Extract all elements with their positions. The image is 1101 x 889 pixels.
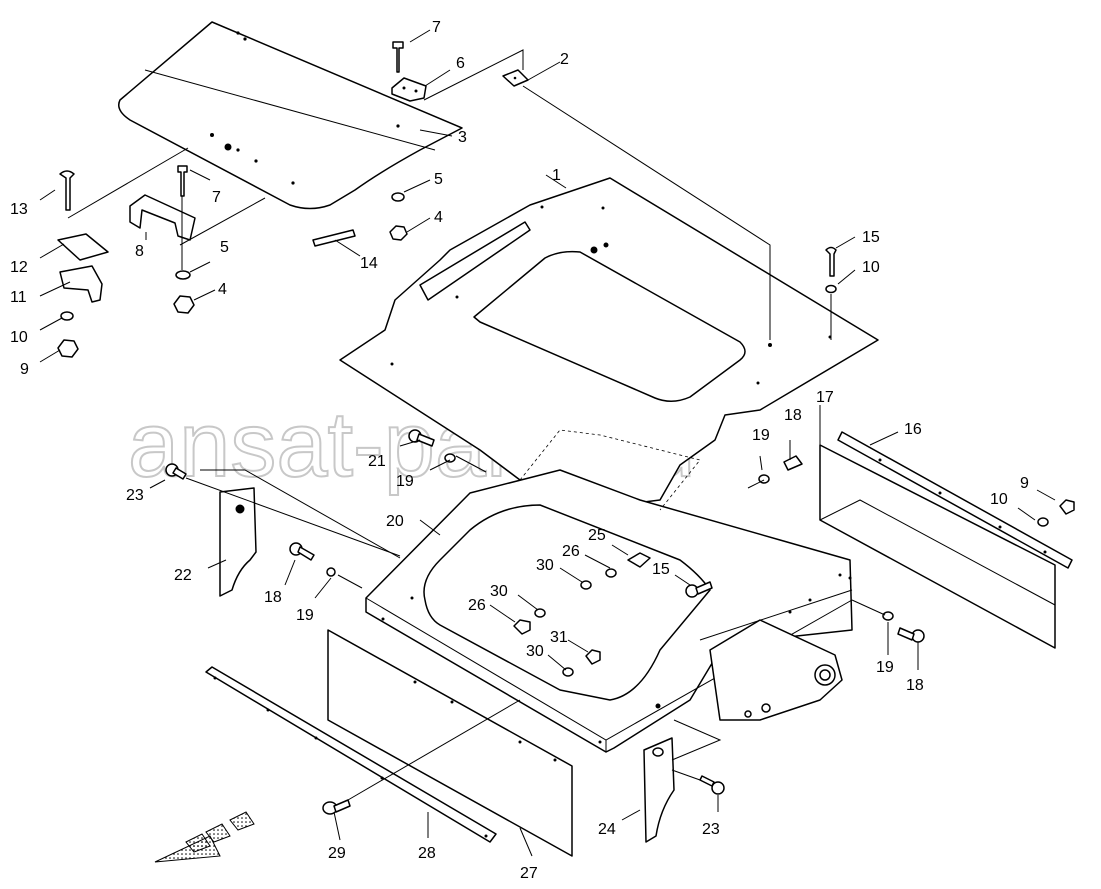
callout-14: 14	[360, 255, 378, 272]
washers-nuts-center	[173, 192, 408, 314]
callout-4: 4	[434, 209, 443, 226]
callout-19: 19	[876, 659, 894, 676]
callout-12: 12	[10, 259, 28, 276]
callout-10: 10	[10, 329, 28, 346]
callout-28: 28	[418, 845, 436, 862]
callout-7: 7	[432, 19, 441, 36]
callout-3: 3	[458, 129, 467, 146]
callout-2: 2	[560, 51, 569, 68]
part-lower-strip	[205, 666, 497, 843]
part-left-cover	[219, 487, 257, 597]
callout-18: 18	[906, 677, 924, 694]
callout-7: 7	[212, 189, 221, 206]
callout-9: 9	[20, 361, 29, 378]
callout-19: 19	[752, 427, 770, 444]
part-main-frame	[365, 429, 853, 753]
front-direction-arrow	[154, 811, 255, 863]
callout-25: 25	[588, 527, 606, 544]
callout-13: 13	[10, 201, 28, 218]
callout-19: 19	[396, 473, 414, 490]
callout-30: 30	[490, 583, 508, 600]
part-right-strip	[837, 431, 1073, 569]
callout-10: 10	[862, 259, 880, 276]
callout-labels: 1 2 3 4 4 5 5 6 7 7 8 9 9 10 10 10 11 12…	[10, 19, 1029, 882]
callout-4: 4	[218, 281, 227, 298]
callout-9: 9	[1020, 475, 1029, 492]
part-strip	[312, 229, 356, 247]
callout-20: 20	[386, 513, 404, 530]
callout-27: 27	[520, 865, 538, 882]
part-hinge	[391, 41, 427, 102]
callout-17: 17	[816, 389, 834, 406]
callout-11: 11	[10, 289, 27, 306]
latch-assembly	[57, 170, 109, 358]
callout-30: 30	[536, 557, 554, 574]
callout-5: 5	[434, 171, 443, 188]
callout-18: 18	[264, 589, 282, 606]
part-small-bracket	[502, 69, 529, 87]
part-lower-panel	[327, 629, 573, 857]
callout-23: 23	[702, 821, 720, 838]
fasteners	[165, 246, 1075, 815]
callout-29: 29	[328, 845, 346, 862]
callout-30: 30	[526, 643, 544, 660]
part-cover-panel	[118, 21, 463, 210]
callout-18: 18	[784, 407, 802, 424]
leader-lines	[39, 29, 1056, 857]
callout-1: 1	[552, 167, 561, 184]
callout-19: 19	[296, 607, 314, 624]
callout-15: 15	[862, 229, 880, 246]
callout-10: 10	[990, 491, 1008, 508]
callout-5: 5	[220, 239, 229, 256]
callout-24: 24	[598, 821, 616, 838]
callout-31: 31	[550, 629, 568, 646]
callout-22: 22	[174, 567, 192, 584]
callout-23: 23	[126, 487, 144, 504]
callout-21: 21	[368, 453, 386, 470]
callout-15: 15	[652, 561, 670, 578]
callout-8: 8	[135, 243, 144, 260]
callout-6: 6	[456, 55, 465, 72]
part-right-cover	[643, 737, 675, 843]
callout-16: 16	[904, 421, 922, 438]
callout-26: 26	[562, 543, 580, 560]
part-handle-bracket	[129, 165, 196, 241]
callout-26: 26	[468, 597, 486, 614]
